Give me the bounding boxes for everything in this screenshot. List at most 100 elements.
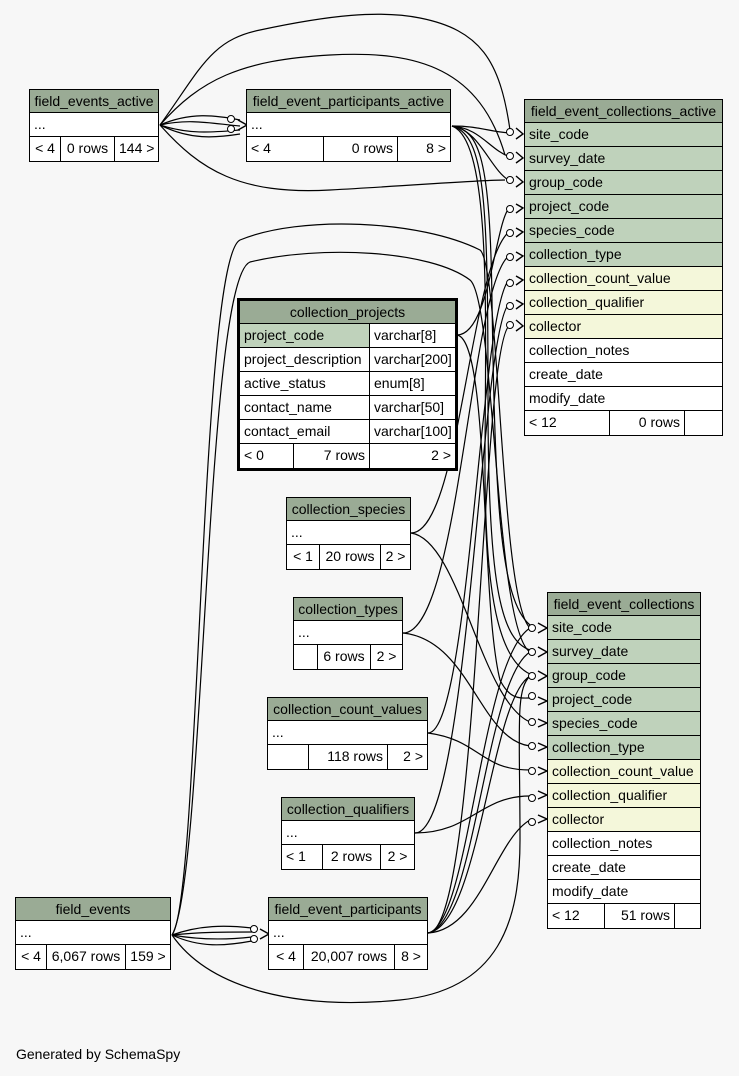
table-stats: < 4 0 rows 8 >	[247, 137, 450, 161]
column-project-code[interactable]: project_code	[552, 691, 633, 707]
relationship-line	[159, 121, 241, 127]
column-create-date[interactable]: create_date	[552, 859, 626, 875]
table-title[interactable]: field_event_participants	[269, 898, 427, 921]
stat-rows: 118 rows	[308, 745, 387, 769]
column-survey-date[interactable]: survey_date	[552, 643, 629, 659]
table-field-event-participants-active[interactable]: field_event_participants_active ... < 4 …	[246, 89, 451, 162]
column-project-code[interactable]: project_code	[529, 198, 610, 214]
stat-parents[interactable]: < 4	[251, 140, 271, 156]
column-type: varchar[8]	[369, 324, 455, 347]
stat-children[interactable]: 2 >	[370, 645, 402, 669]
table-field-event-participants[interactable]: field_event_participants ... < 4 20,007 …	[268, 897, 428, 970]
column-group-code[interactable]: group_code	[552, 667, 626, 683]
relationship-line	[451, 125, 511, 158]
column-collection-count-value[interactable]: collection_count_value	[552, 763, 694, 779]
table-title[interactable]: collection_types	[294, 598, 402, 621]
column-group-code[interactable]: group_code	[529, 174, 603, 190]
stat-parents[interactable]: < 1	[286, 848, 306, 864]
table-body: ...	[34, 116, 46, 132]
crow-foot	[537, 814, 549, 824]
column-collection-qualifier[interactable]: collection_qualifier	[529, 294, 645, 310]
stat-children[interactable]	[674, 904, 700, 928]
table-title[interactable]: collection_projects	[240, 301, 455, 324]
stat-children[interactable]: 2 >	[380, 545, 410, 569]
stat-parents[interactable]	[294, 645, 317, 669]
column-site-code[interactable]: site_code	[552, 619, 612, 635]
table-collection-species[interactable]: collection_species ... < 1 20 rows 2 >	[286, 497, 411, 570]
stat-parents[interactable]: < 12	[552, 907, 580, 923]
stat-children[interactable]: 144 >	[114, 137, 158, 161]
stat-parents[interactable]: < 4	[35, 140, 55, 156]
column-collection-qualifier[interactable]: collection_qualifier	[552, 787, 668, 803]
table-title[interactable]: field_event_collections	[548, 593, 700, 616]
relationship-line	[427, 324, 511, 934]
column-collection-notes[interactable]: collection_notes	[552, 835, 653, 851]
stat-children[interactable]	[684, 411, 722, 435]
stat-parents[interactable]	[268, 745, 308, 769]
table-stats: < 12 51 rows	[548, 904, 700, 928]
table-title[interactable]: collection_qualifiers	[282, 798, 414, 821]
crow-foot	[537, 670, 549, 682]
stat-rows: 20 rows	[319, 545, 380, 569]
crow-foot	[537, 646, 549, 658]
table-stats: < 4 0 rows 144 >	[30, 137, 158, 161]
column-contact-email[interactable]: contact_email	[244, 423, 331, 439]
table-title[interactable]: collection_count_values	[268, 698, 427, 721]
column-collection-notes[interactable]: collection_notes	[529, 342, 630, 358]
stat-rows: 0 rows	[60, 137, 114, 161]
column-type: enum[8]	[369, 372, 455, 395]
relationship-line	[451, 125, 511, 182]
relationship-marker	[250, 925, 258, 933]
stat-parents[interactable]: < 4	[21, 948, 41, 964]
table-field-event-collections[interactable]: field_event_collections site_code survey…	[547, 592, 701, 929]
stat-parents[interactable]: < 1	[293, 548, 313, 564]
table-field-event-collections-active[interactable]: field_event_collections_active site_code…	[524, 99, 723, 436]
column-collector[interactable]: collector	[529, 318, 582, 334]
table-title[interactable]: field_event_collections_active	[525, 100, 722, 123]
table-field-events-active[interactable]: field_events_active ... < 4 0 rows 144 >	[29, 89, 159, 162]
crow-foot	[537, 790, 549, 800]
stat-parents[interactable]: < 0	[244, 447, 264, 463]
column-project-description[interactable]: project_description	[244, 351, 362, 367]
column-collection-type[interactable]: collection_type	[552, 739, 645, 755]
column-species-code[interactable]: species_code	[529, 222, 615, 238]
column-create-date[interactable]: create_date	[529, 366, 603, 382]
table-field-events[interactable]: field_events ... < 4 6,067 rows 159 >	[15, 897, 171, 970]
column-site-code[interactable]: site_code	[529, 126, 589, 142]
table-title[interactable]: field_event_participants_active	[247, 90, 450, 113]
column-collector[interactable]: collector	[552, 811, 605, 827]
column-project-code[interactable]: project_code	[240, 324, 369, 347]
relationship-line	[456, 334, 531, 699]
column-survey-date[interactable]: survey_date	[529, 150, 606, 166]
relationship-marker	[506, 279, 514, 287]
column-species-code[interactable]: species_code	[552, 715, 638, 731]
table-body: ...	[291, 524, 303, 540]
stat-children[interactable]: 2 >	[380, 845, 414, 869]
crow-foot	[515, 319, 525, 332]
column-type: varchar[100]	[369, 420, 455, 443]
stat-rows: 51 rows	[604, 904, 674, 928]
column-contact-name[interactable]: contact_name	[244, 399, 332, 415]
stat-parents[interactable]: < 12	[529, 414, 557, 430]
column-active-status[interactable]: active_status	[244, 375, 326, 391]
column-modify-date[interactable]: modify_date	[552, 883, 629, 899]
stat-children[interactable]: 8 >	[394, 945, 427, 969]
relationship-line	[451, 125, 531, 651]
column-collection-count-value[interactable]: collection_count_value	[529, 270, 671, 286]
table-title[interactable]: collection_species	[287, 498, 410, 521]
column-collection-type[interactable]: collection_type	[529, 246, 622, 262]
stat-children[interactable]: 2 >	[387, 745, 427, 769]
stat-children[interactable]: 8 >	[397, 137, 450, 161]
table-collection-qualifiers[interactable]: collection_qualifiers ... < 1 2 rows 2 >	[281, 797, 415, 870]
stat-parents[interactable]: < 4	[276, 948, 296, 964]
table-collection-types[interactable]: collection_types ... 6 rows 2 >	[293, 597, 403, 670]
table-collection-projects[interactable]: collection_projects project_code varchar…	[237, 298, 458, 471]
stat-children[interactable]: 2 >	[369, 444, 455, 468]
table-title[interactable]: field_events	[16, 898, 170, 921]
relationship-marker	[506, 302, 514, 310]
table-title[interactable]: field_events_active	[30, 90, 158, 113]
column-modify-date[interactable]: modify_date	[529, 390, 606, 406]
stat-children[interactable]: 159 >	[125, 945, 170, 969]
table-collection-count-values[interactable]: collection_count_values ... 118 rows 2 >	[267, 697, 428, 770]
relationship-marker	[227, 125, 235, 133]
